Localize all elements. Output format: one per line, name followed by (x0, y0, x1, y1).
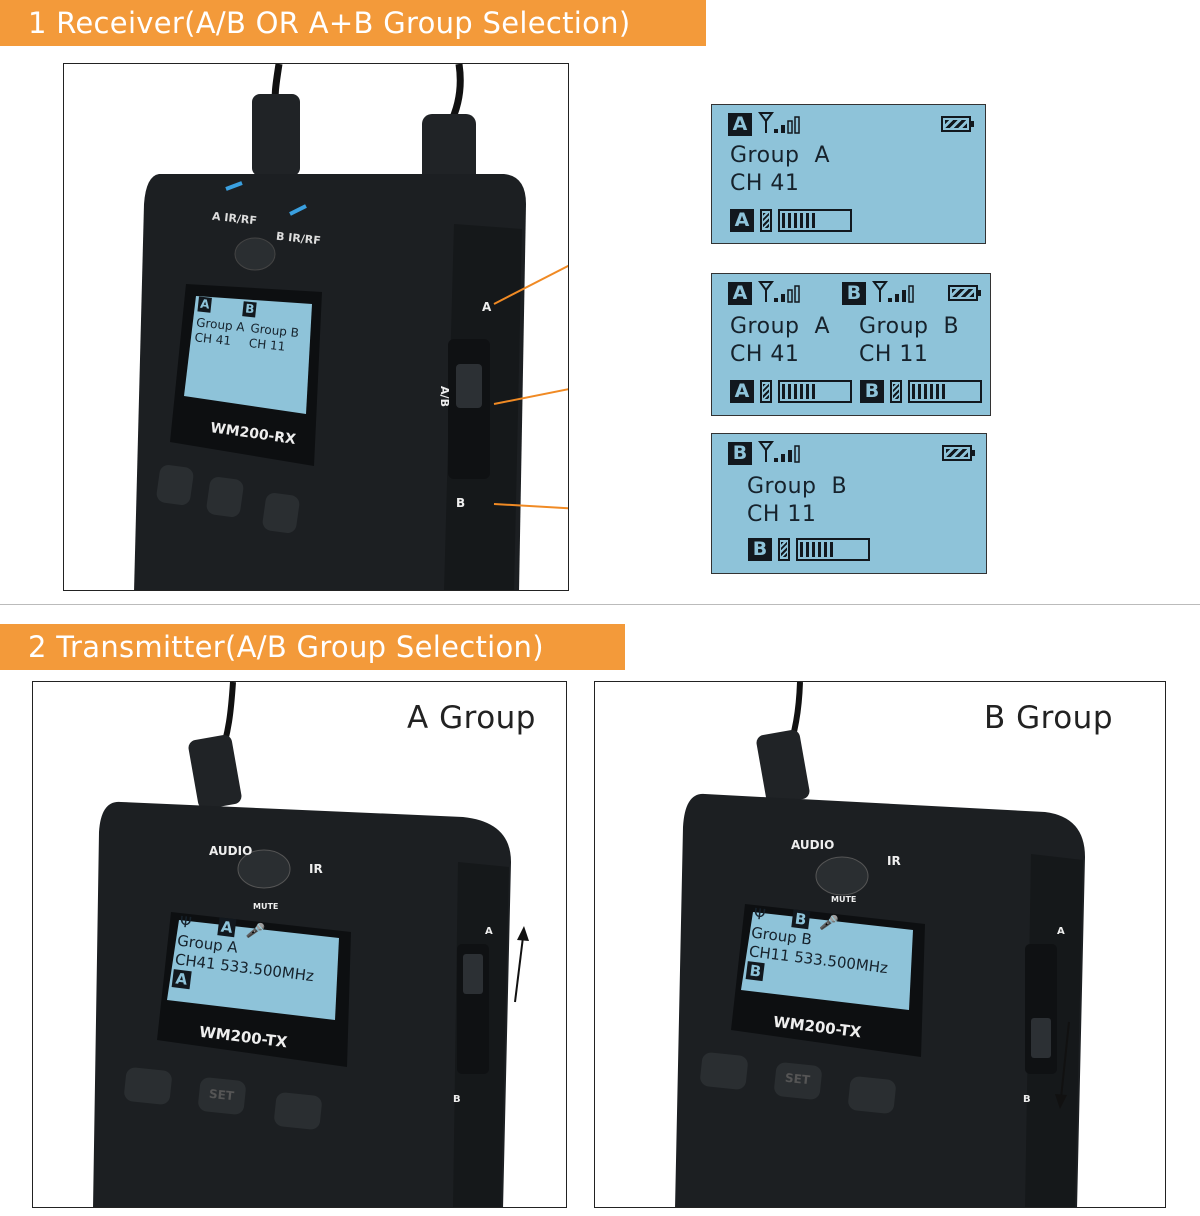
lcd-group-b-display: B Group B CH 11 B (711, 433, 987, 574)
lcd-b-level-tag: B (748, 538, 772, 561)
transmitter-a-switch-a: A (485, 926, 493, 937)
lcd-ab-group-a: Group A (730, 314, 831, 339)
lcd-ab-channel-b: CH 11 (859, 342, 929, 367)
mini-ch-a: CH 41 (193, 330, 232, 349)
transmitter-b-switch-a: A (1057, 926, 1065, 937)
mini-ch-b: CH 11 (248, 336, 286, 354)
transmitter-b-switch-b: B (1023, 1094, 1031, 1105)
lcd-group-a-display: A Group A CH 41 A (711, 104, 986, 244)
transmitter-b-illustration (675, 682, 1085, 1207)
receiver-device-illustration (134, 64, 568, 590)
lcd-a-group: Group A (730, 143, 831, 168)
mini-tag-b: B (242, 301, 258, 318)
mini-tag-a: A (197, 296, 213, 313)
lcd-b-tag: B (728, 442, 752, 465)
transmitter-a-mute-label: MUTE (253, 902, 279, 911)
battery-icon (941, 116, 974, 132)
mic-battery-icon (778, 538, 790, 561)
receiver-section-banner: 1 Receiver(A/B OR A+B Group Selection) (0, 0, 706, 46)
tx-a-level-tag: A (171, 969, 192, 990)
audio-level-meter (778, 209, 852, 232)
lcd-ab-tag-a: A (728, 282, 752, 305)
transmitter-a-panel: A Group AUDIO IR MUTE Ψ A 🎤 Group A CH41… (32, 681, 567, 1208)
lcd-ab-channel-a: CH 41 (730, 342, 800, 367)
tx-b-screen-tag: B (790, 909, 811, 930)
lcd-b-channel: CH 11 (747, 502, 817, 527)
mic-battery-icon-b (890, 380, 902, 403)
lcd-b-group: Group B (747, 474, 848, 499)
antenna-icon: Ψ (752, 904, 767, 924)
lcd-a-tag: A (728, 113, 752, 136)
transmitter-section-banner: 2 Transmitter(A/B Group Selection) (0, 624, 625, 670)
audio-level-meter (796, 538, 870, 561)
battery-icon (948, 285, 981, 301)
lcd-ab-tag-b: B (842, 282, 866, 305)
transmitter-a-illustration (93, 682, 529, 1207)
mic-battery-icon-a (760, 380, 772, 403)
receiver-photo-panel: A IR/RF B IR/RF A B Group A Group B CH 4… (63, 63, 569, 591)
transmitter-a-ir-label: IR (309, 862, 323, 876)
section-divider (0, 604, 1200, 605)
transmitter-b-title: B Group (984, 700, 1113, 736)
receiver-switch-label-b: B (456, 496, 466, 510)
lcd-ab-group-b: Group B (859, 314, 960, 339)
lcd-a-channel: CH 41 (730, 171, 800, 196)
lcd-group-ab-display: A B Group A Group B CH 41 CH 11 A B (711, 273, 991, 416)
audio-level-meter-b (908, 380, 982, 403)
receiver-mini-screen: A B Group A Group B CH 41 CH 11 (190, 296, 309, 397)
mic-icon: 🎤 (818, 912, 840, 933)
signal-icon-b (872, 281, 914, 303)
mic-icon: 🎤 (245, 920, 266, 941)
mic-battery-icon (760, 209, 772, 232)
signal-icon-a (758, 281, 800, 303)
lcd-ab-level-tag-a: A (730, 380, 754, 403)
tx-a-screen-tag: A (216, 917, 237, 938)
receiver-switch-label-ab: A/B (437, 386, 451, 407)
transmitter-b-audio-label: AUDIO (791, 838, 835, 852)
lcd-ab-level-tag-b: B (860, 380, 884, 403)
transmitter-a-switch-b: B (453, 1094, 461, 1105)
transmitter-b-mute-label: MUTE (831, 895, 857, 904)
battery-icon (942, 445, 975, 461)
antenna-icon: Ψ (178, 912, 193, 932)
transmitter-a-audio-label: AUDIO (209, 844, 253, 858)
signal-icon (758, 112, 800, 134)
transmitter-a-title: A Group (407, 700, 536, 736)
transmitter-a-set-button[interactable]: SET (208, 1086, 235, 1104)
transmitter-b-ir-label: IR (887, 854, 901, 868)
transmitter-b-panel: B Group AUDIO IR MUTE Ψ B 🎤 Group B CH11… (594, 681, 1166, 1208)
receiver-switch-label-a: A (482, 300, 492, 314)
transmitter-b-set-button[interactable]: SET (784, 1070, 811, 1088)
tx-b-level-tag: B (745, 961, 766, 982)
signal-icon (758, 441, 800, 463)
audio-level-meter-a (778, 380, 852, 403)
lcd-a-level-tag: A (730, 209, 754, 232)
